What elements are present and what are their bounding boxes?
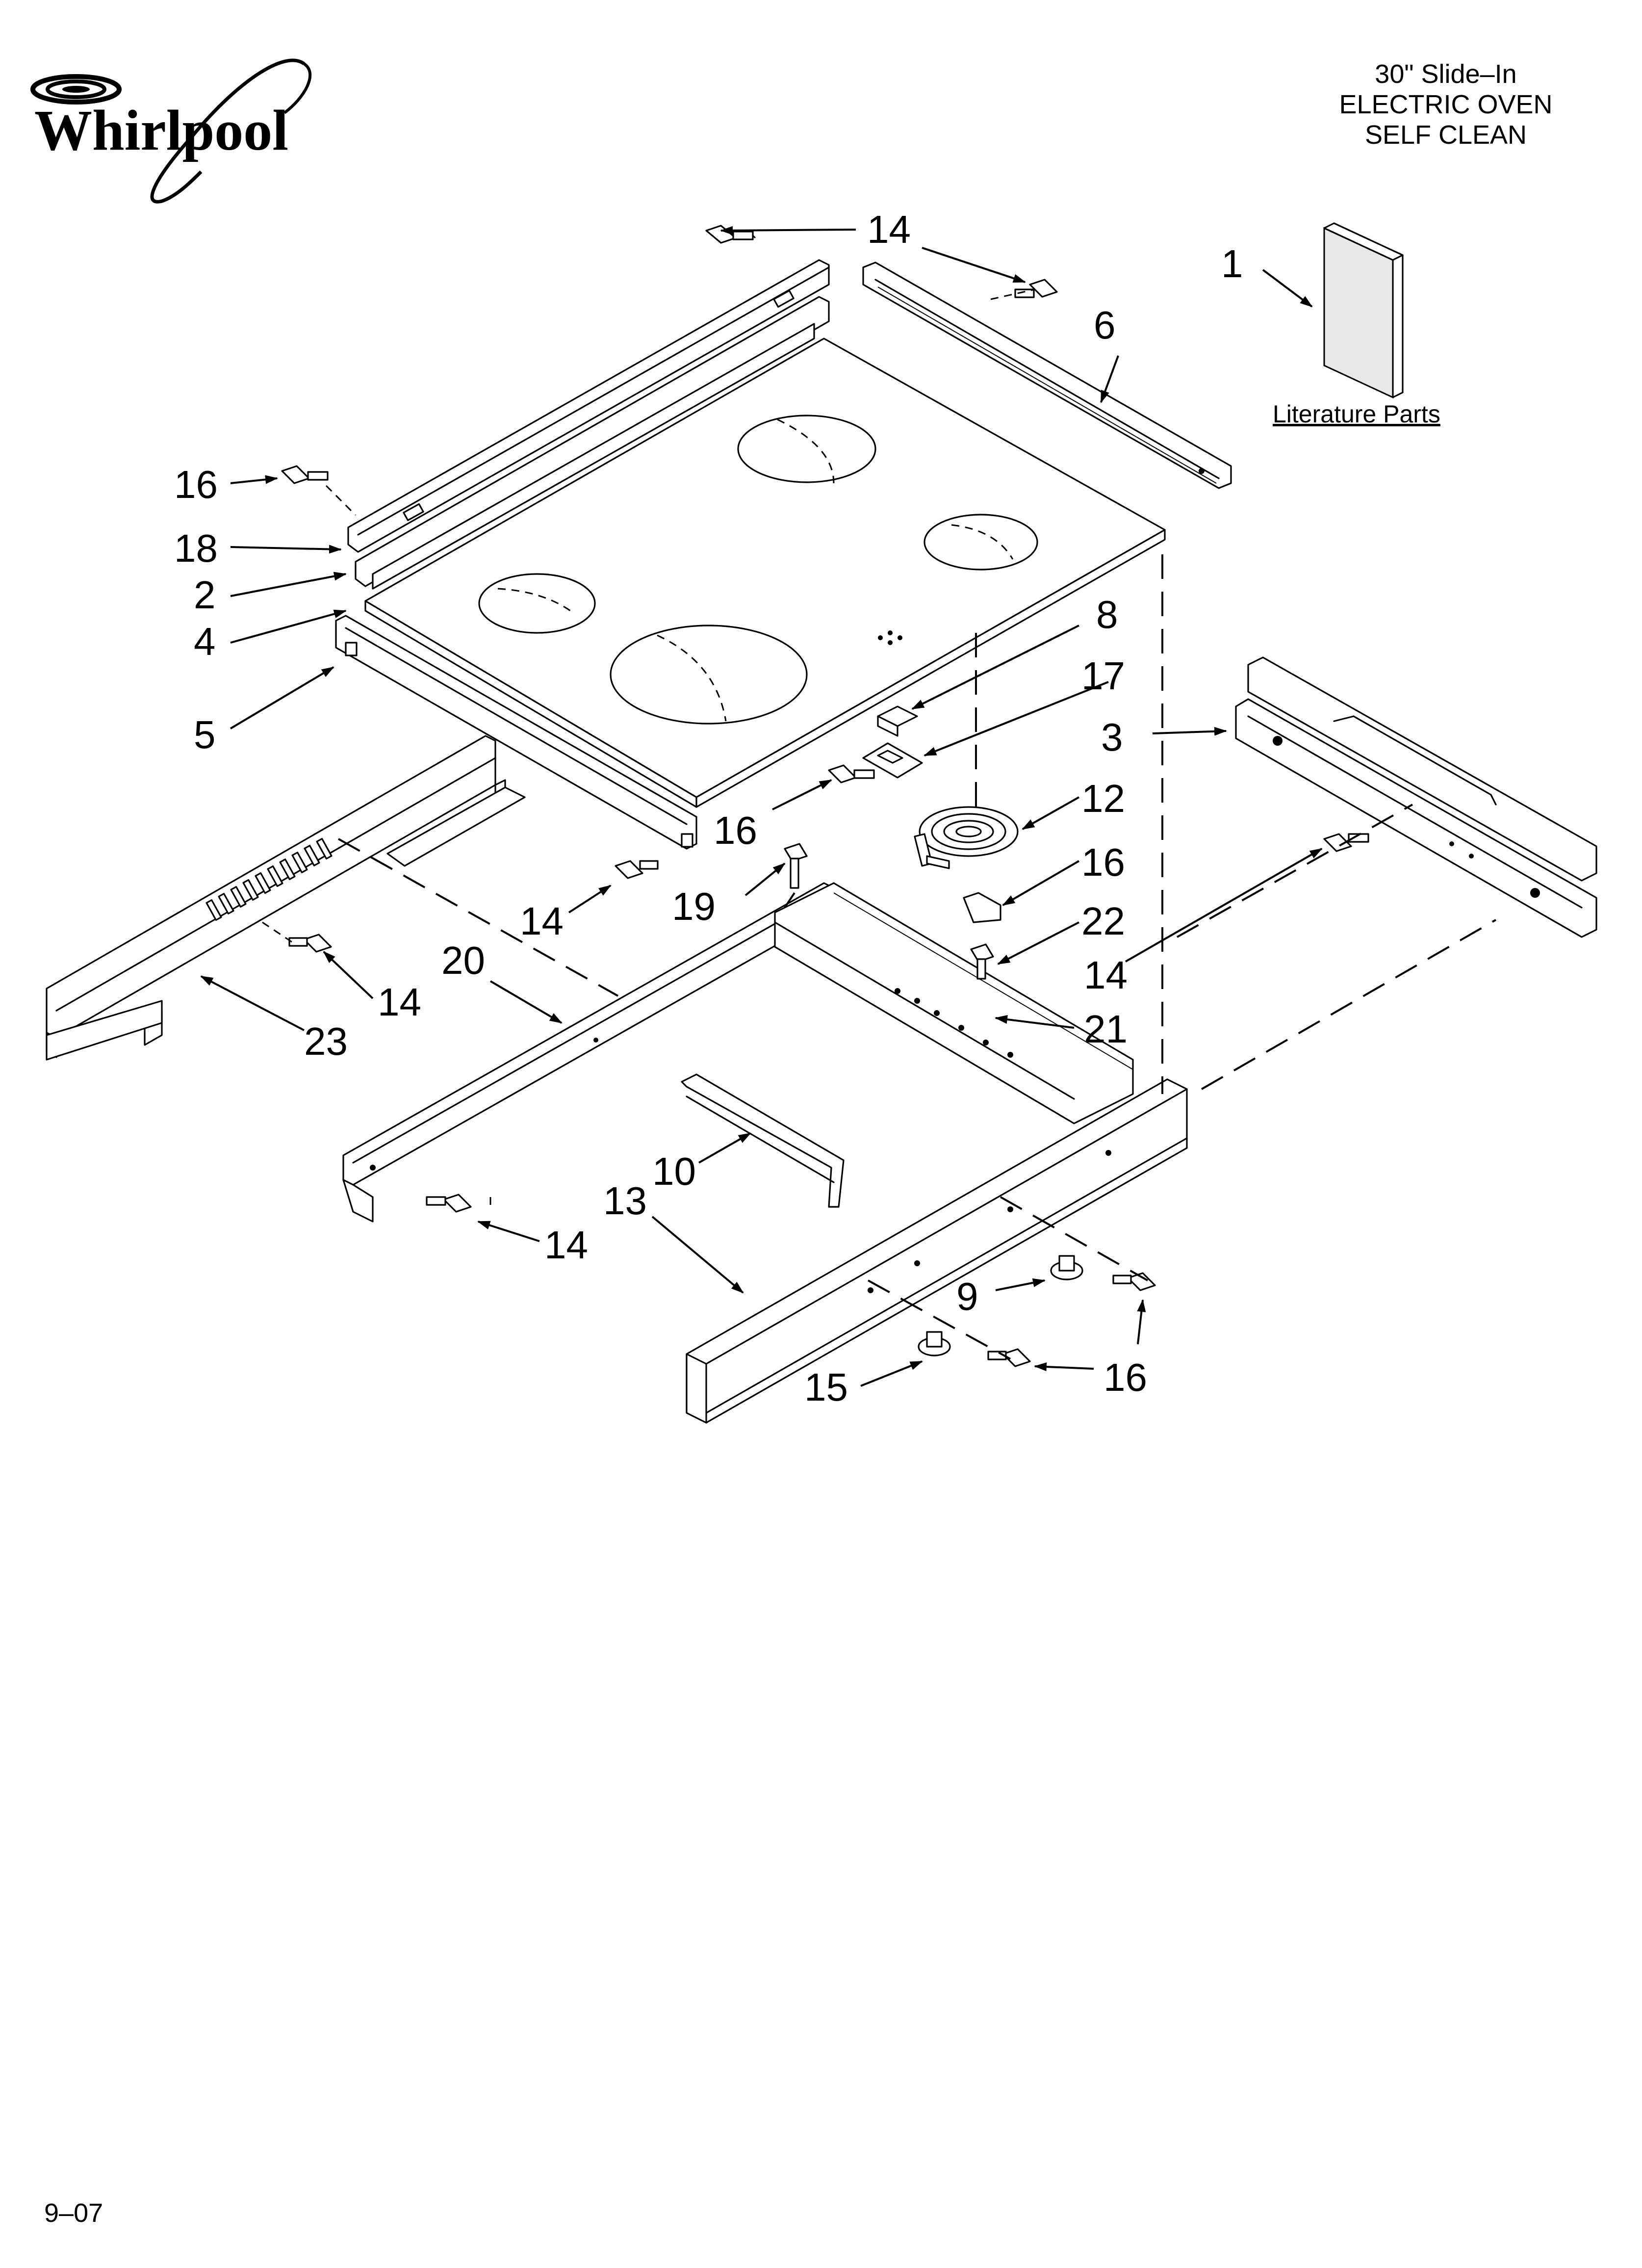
burner-rear-right <box>924 514 1038 571</box>
center-rail-part-21 <box>774 882 1134 1124</box>
screw-part-16-right-lower <box>1112 1272 1156 1291</box>
screw-part-16-left <box>615 860 659 879</box>
logo-wordmark: Whirlpool <box>34 98 288 162</box>
callout-1: 1 <box>1221 242 1243 286</box>
side-panel-part-23 <box>46 735 526 1061</box>
bracket-part-20 <box>342 882 835 1223</box>
callout-3: 3 <box>1101 715 1123 759</box>
screw-part-14-top-right <box>1014 279 1058 298</box>
callout-10: 10 <box>652 1149 696 1193</box>
callout-4: 4 <box>194 620 216 663</box>
leader-arrows <box>200 226 1323 1387</box>
callout-14: 14 <box>544 1223 588 1267</box>
switch-part-8 <box>877 705 918 737</box>
screw-part-22 <box>970 943 994 980</box>
callout-9: 9 <box>956 1275 978 1318</box>
screw-part-16-center <box>828 764 875 783</box>
vent-slots <box>205 837 333 921</box>
callout-2: 2 <box>194 573 216 617</box>
callout-labels: 14 1 6 16 18 2 4 5 8 17 3 16 12 19 14 16… <box>174 208 1243 1409</box>
callout-16: 14 <box>520 899 564 943</box>
callout-5: 5 <box>194 713 216 756</box>
callout-8: 8 <box>1096 593 1118 636</box>
bracket-part-17 <box>862 742 923 779</box>
model-line-2: ELECTRIC OVEN <box>1339 90 1553 119</box>
model-line-3: SELF CLEAN <box>1364 120 1527 150</box>
callout-18: 18 <box>174 526 218 570</box>
callout-19: 16 <box>1081 840 1125 884</box>
callout-17: 17 <box>1081 654 1125 698</box>
bracket-part-10 <box>681 1073 845 1208</box>
clip-part-19 <box>963 892 1001 923</box>
front-frame-part-13 <box>686 1078 1188 1424</box>
leveling-leg-part-9 <box>1050 1255 1083 1280</box>
callout-12: 12 <box>1081 777 1125 820</box>
callout-16: 16 <box>174 463 218 506</box>
side-rail-part-3 <box>1235 656 1597 938</box>
callout-13: 13 <box>603 1179 647 1223</box>
literature-book-part-1 <box>1323 222 1404 399</box>
callout-6: 6 <box>1094 303 1116 347</box>
glass-cooktop <box>364 338 1166 808</box>
burner-front-right <box>610 625 808 725</box>
callout-14: 14 <box>1084 953 1128 997</box>
revision-date: 9–07 <box>44 2198 103 2228</box>
callout-14: 19 <box>672 885 716 928</box>
burner-front-left <box>478 573 596 634</box>
callout-20: 20 <box>441 938 485 982</box>
callout-14: 14 <box>378 980 421 1024</box>
callout-22: 22 <box>1081 899 1125 943</box>
screw-part-16-upper-left <box>281 465 329 484</box>
surface-element-part-12 <box>914 806 1019 869</box>
left-trim-part-18 <box>347 259 830 590</box>
callout-14: 14 <box>867 208 911 251</box>
whirlpool-logo-graphic: Whirlpool <box>30 58 312 204</box>
callout-23: 23 <box>304 1019 348 1063</box>
callout-16: 16 <box>1103 1356 1147 1399</box>
screw-part-14-lower <box>426 1194 472 1213</box>
assembly-lines <box>262 235 1496 1360</box>
callout-21: 21 <box>1084 1007 1128 1051</box>
screw-part-14-panel <box>288 934 332 953</box>
screw-part-14-center <box>784 843 808 889</box>
literature-parts-label: Literature Parts <box>1273 400 1440 428</box>
callout-15: 15 <box>804 1365 848 1409</box>
screw-part-14-top-left <box>705 225 754 244</box>
model-line-1: 30" Slide–In <box>1375 59 1517 89</box>
callout-16: 16 <box>714 808 757 852</box>
leveling-leg-part-15 <box>918 1331 951 1356</box>
rear-trim-part-6 <box>862 261 1232 489</box>
whirlpool-logo: Whirlpool <box>29 54 334 211</box>
model-description: 30" Slide–In ELECTRIC OVEN SELF CLEAN <box>1308 59 1583 150</box>
burner-rear-left <box>737 415 876 483</box>
